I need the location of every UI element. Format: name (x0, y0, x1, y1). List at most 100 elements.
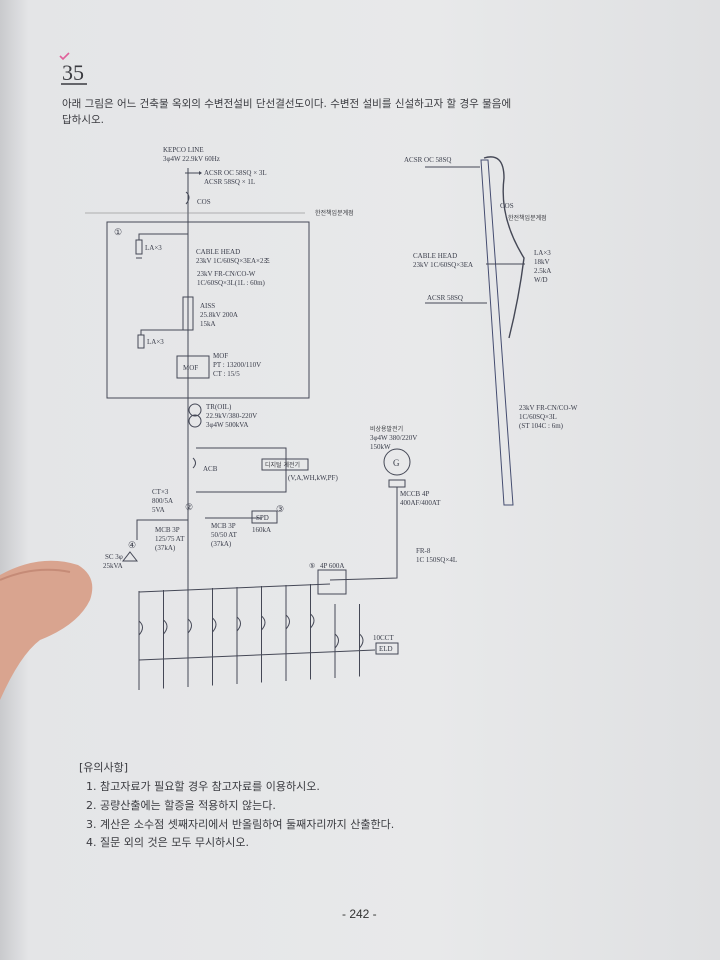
feeder-bottom-bus (138, 649, 376, 661)
mof-box-label: MOF (183, 364, 198, 372)
la-label-1: LA×3 (145, 244, 162, 252)
cct-label: 10CCT (373, 634, 394, 642)
pole-cable-spec-1: 23kV FR-CN/CO-W (519, 404, 578, 412)
mcb1-spec-2: (37kA) (155, 544, 176, 552)
tr-label: TR(OIL) (206, 403, 232, 411)
pole-cable-head-spec: 23kV 1C/60SQ×3EA (413, 261, 473, 269)
thumb-photo (0, 560, 93, 700)
note-item: 2. 공량산출에는 할증을 적용하지 않는다. (86, 798, 276, 812)
mcb2-spec-1: 50/50 AT (211, 531, 238, 539)
breaker-icon (261, 615, 266, 631)
pole-acsr-label: ACSR 58SQ (427, 294, 463, 302)
marker-2: ② (185, 502, 193, 512)
feeder-group (138, 583, 376, 690)
digital-meter-label: 디지털 계전기 (265, 461, 300, 469)
ct-spec-2: 5VA (152, 506, 165, 514)
note-item: 1. 참고자료가 필요할 경우 참고자료를 이용하시오. (86, 779, 320, 793)
pole-acsr-oc-label: ACSR OC 58SQ (404, 156, 451, 164)
meter-spec: (V,A,WH,kW,PF) (288, 474, 338, 482)
la-label-2: LA×3 (147, 338, 164, 346)
question-text-line2: 답하시오. (62, 113, 104, 126)
pole-boundary-label: 한전책임분계점 (508, 214, 547, 222)
single-line-diagram: KEPCO LINE 3φ4W 22.9kV 60Hz ACSR OC 58SQ… (85, 146, 457, 690)
fr8-label: FR-8 (416, 547, 431, 555)
marker-1: ① (114, 227, 122, 237)
cable-head-spec: 23kV 1C/60SQ×3EA×2조 (196, 257, 270, 265)
notes-section: [유의사항] 1. 참고자료가 필요할 경우 참고자료를 이용하시오. 2. 공… (79, 761, 394, 849)
cos-label: COS (197, 198, 211, 206)
mcb2-spec-2: (37kA) (211, 540, 232, 548)
ct-spec-1: 800/5A (152, 497, 173, 505)
mcb1-spec-1: 125/75 AT (155, 535, 185, 543)
ct-label: CT×3 (152, 488, 169, 496)
eld-label: ELD (379, 645, 393, 653)
pole-la-kv: 18kV (534, 258, 550, 266)
acb-label: ACB (203, 465, 218, 473)
mof-pt-label: PT : 13200/110V (213, 361, 261, 369)
tr-spec-2: 3φ4W 500kVA (206, 421, 248, 429)
breaker-icon (236, 616, 241, 632)
spd-spec: 160kA (252, 526, 271, 534)
generator-symbol: G (393, 458, 400, 468)
digital-meter-box (261, 458, 309, 471)
cable-spec-1: 23kV FR-CN/CO-W (197, 270, 256, 278)
pole-diagram: ACSR OC 58SQ COS 한전책임분계점 CABLE HEAD 23kV… (404, 156, 578, 506)
question-text-line1: 아래 그림은 어느 건축물 옥외의 수변전설비 단선결선도이다. 수변전 설비를… (62, 97, 511, 110)
cos-symbol-icon (185, 191, 190, 205)
aiss-label: AISS (200, 302, 215, 310)
marker-3: ③ (276, 504, 284, 514)
ats-label: 4P 600A (320, 562, 344, 570)
breaker-icon (163, 619, 168, 635)
cable-head-label: CABLE HEAD (196, 248, 240, 256)
pole-cable-spec-2: 1C/60SQ×3L (519, 413, 557, 421)
page-number: - 242 - (342, 907, 377, 921)
pole-la-ka: 2.5kA (534, 267, 551, 275)
sc-spec: 25kVA (103, 562, 123, 570)
eld-box (375, 642, 399, 655)
fr8-spec: 1C 150SQ×4L (416, 556, 457, 564)
mcb2-label: MCB 3P (211, 522, 236, 530)
breaker-icon (187, 618, 192, 634)
breaker-icon (310, 613, 315, 629)
breaker-icon (212, 617, 217, 633)
acb-icon (192, 457, 196, 469)
pole-cable-head-label: CABLE HEAD (413, 252, 457, 260)
mcb1-label: MCB 3P (155, 526, 180, 534)
note-item: 4. 질문 외의 것은 모두 무시하시오. (86, 835, 249, 849)
aiss-spec-1: 25.8kV 200A (200, 311, 238, 319)
pole-cos-label: COS (500, 202, 514, 210)
pole-cable-spec-3: (ST 104C : 6m) (519, 422, 564, 430)
ats-box (317, 569, 347, 595)
capacitor-icon (121, 551, 139, 562)
mof-box (176, 355, 210, 379)
kepco-spec-label: 3φ4W 22.9kV 60Hz (163, 155, 220, 163)
generator-label: 비상용발전기 (370, 425, 403, 433)
question-number: 35 (62, 60, 84, 85)
aiss-spec-2: 15kA (200, 320, 216, 328)
breaker-icon (359, 633, 364, 649)
mof-ct-label: CT : 15/5 (213, 370, 240, 378)
notes-title: [유의사항] (79, 761, 128, 774)
mof-label: MOF (213, 352, 228, 360)
boundary-label: 한전책임분계점 (315, 209, 354, 217)
mccb-label: MCCB 4P (400, 490, 429, 498)
marker-5: ⑤ (309, 562, 315, 570)
generator-icon (383, 448, 411, 476)
acsr-label-2: ACSR 58SQ × 1L (204, 178, 255, 186)
generator-spec-2: 150kW (370, 443, 391, 451)
tr-spec-1: 22.9kV/380-220V (206, 412, 257, 420)
mccb-spec: 400AF/400AT (400, 499, 441, 507)
acsr-label-1: ACSR OC 58SQ × 3L (204, 169, 267, 177)
substation-box (106, 221, 310, 399)
marker-4: ④ (128, 540, 136, 550)
cable-spec-2: 1C/60SQ×3L(1L : 60m) (197, 279, 266, 287)
spd-box (251, 510, 278, 524)
breaker-icon (334, 633, 339, 649)
transformer-icon (188, 403, 202, 417)
pole-la-wd: W/D (534, 276, 548, 284)
kepco-line-label: KEPCO LINE (163, 146, 204, 154)
breaker-icon (285, 614, 290, 630)
note-item: 3. 계산은 소수점 셋째자리에서 반올림하여 둘째자리까지 산출한다. (86, 817, 394, 831)
